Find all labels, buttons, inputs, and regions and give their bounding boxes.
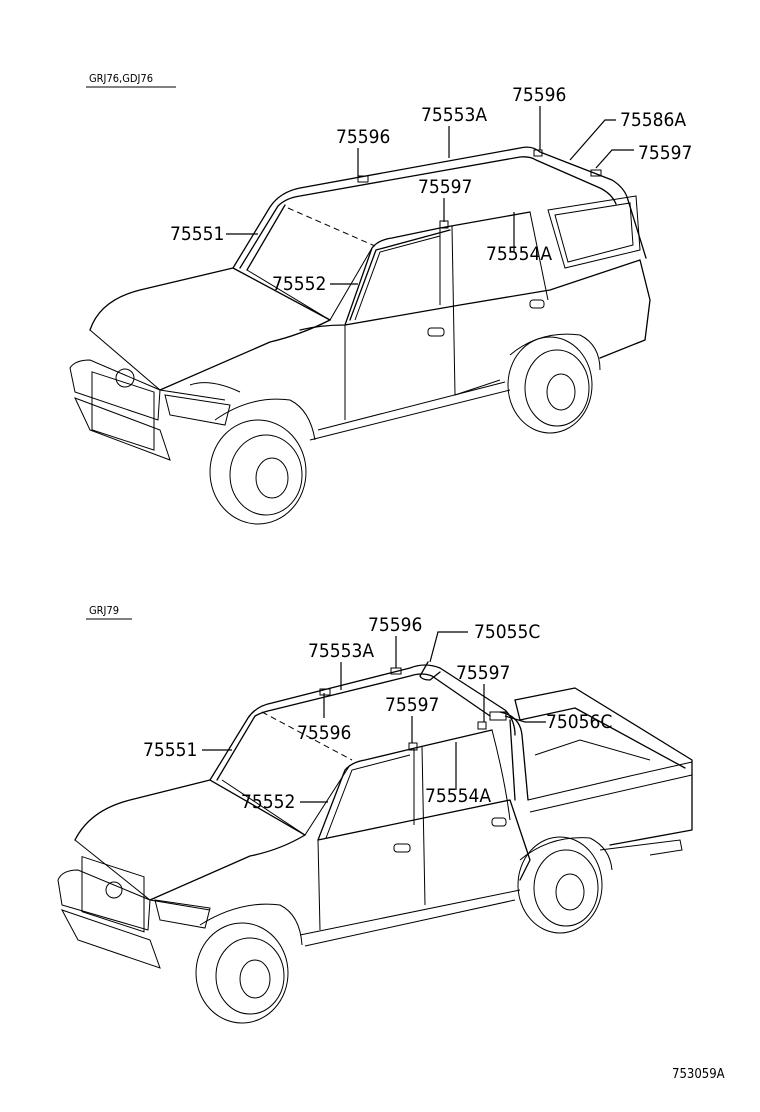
callout-label: 75551	[143, 739, 197, 761]
callout-label: 75552	[241, 791, 295, 813]
clip-marker	[477, 721, 487, 730]
clip-marker	[533, 149, 543, 157]
clip-marker	[408, 742, 418, 751]
pickup-illustration	[57, 661, 693, 1024]
callout-label: 75551	[170, 223, 224, 245]
callout-label: 75552	[272, 273, 326, 295]
callout-label: 75596	[512, 84, 566, 106]
callout-label: 75597	[638, 142, 692, 164]
callout-label: 75553A	[308, 640, 374, 662]
wagon-illustration	[69, 146, 651, 525]
section-pickup: GRJ79	[57, 604, 693, 1024]
section-label-wagon: GRJ76,GDJ76	[89, 72, 153, 85]
callout-label: 75597	[418, 176, 472, 198]
callout-label: 75596	[297, 722, 351, 744]
callout-label: 75554A	[425, 785, 491, 807]
callout-label: 75597	[385, 694, 439, 716]
callout-label: 75554A	[486, 243, 552, 265]
clip-marker	[357, 175, 369, 183]
diagram-code: 753059A	[672, 1067, 725, 1082]
callout-label: 75596	[368, 614, 422, 636]
callout-label: 75553A	[421, 104, 487, 126]
callout-label: 75586A	[620, 109, 686, 131]
callout-label: 75597	[456, 662, 510, 684]
callout-label: 75056C	[546, 711, 612, 733]
clip-marker	[319, 688, 331, 696]
callout-label: 75055C	[474, 621, 540, 643]
section-label-pickup: GRJ79	[89, 604, 119, 617]
callout-label: 75596	[336, 126, 390, 148]
section-wagon: GRJ76,GDJ76	[69, 72, 692, 525]
clip-marker	[590, 169, 602, 177]
